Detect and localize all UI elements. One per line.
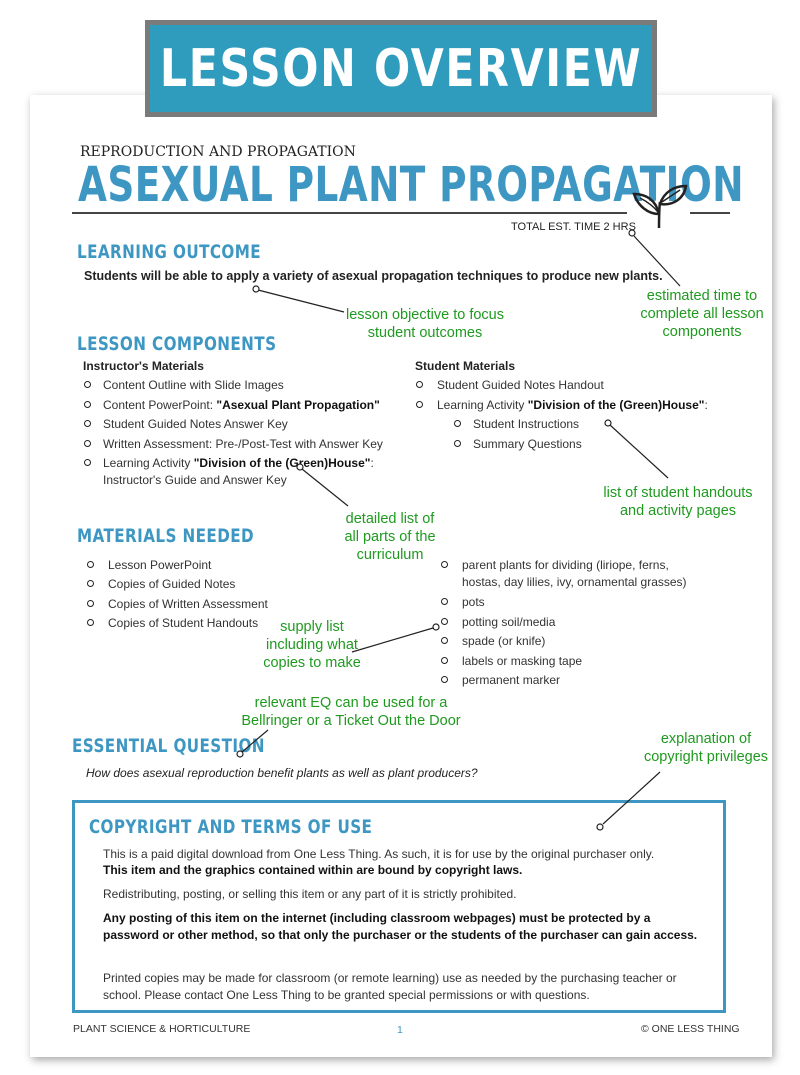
bullet [441,676,448,683]
material-item: Copies of Written Assessment [108,597,268,611]
supply-item: permanent marker [462,673,561,687]
supply-item: labels or masking tape [462,654,583,668]
supply-item: pots [462,595,485,609]
total-time: TOTAL EST. TIME 2 HRS [511,221,636,233]
bullet [84,440,91,447]
bullet [441,561,448,568]
instructor-materials-heading: Instructor's Materials [83,359,204,373]
student-subitem: Summary Questions [473,437,582,451]
bullet [87,619,94,626]
material-item: Copies of Student Handouts [108,616,259,630]
supply-item: spade (or knife) [462,634,546,648]
bullet [84,381,91,388]
bullet [441,637,448,644]
bullet [87,561,94,568]
bullet [454,440,461,447]
student-item: Learning Activity "Division of the (Gree… [437,398,708,412]
lesson-components-heading: LESSON COMPONENTS [77,333,277,355]
student-materials-heading: Student Materials [415,359,516,373]
supply-item: potting soil/media [462,615,556,629]
footer-course: PLANT SCIENCE & HORTICULTURE [73,1023,251,1035]
material-item: Copies of Guided Notes [108,577,236,591]
bullet [87,600,94,607]
essential-question-text: How does asexual reproduction benefit pl… [86,766,478,780]
sprout-icon [632,184,688,229]
page-number: 1 [397,1024,403,1036]
bullet [416,381,423,388]
essential-question-heading: ESSENTIAL QUESTION [72,735,265,757]
bullet [87,580,94,587]
copyright-p2: Redistributing, posting, or selling this… [103,887,517,901]
lesson-title: ASEXUAL PLANT PROPAGATION [78,157,744,213]
title-rule-right [690,212,730,214]
lesson-overview-banner: LESSON OVERVIEW [145,20,657,117]
supply-item: parent plants for dividing (liriope, fer… [462,558,669,572]
bullet [454,420,461,427]
student-subitem: Student Instructions [473,417,580,431]
copyright-box [72,800,726,1013]
copyright-heading: COPYRIGHT AND TERMS OF USE [89,816,373,838]
bullet [84,401,91,408]
student-item: Student Guided Notes Handout [437,378,604,392]
instructor-item-continued: Instructor's Guide and Answer Key [103,473,287,487]
bullet [441,657,448,664]
title-rule [72,212,627,214]
copyright-p1: This is a paid digital download from One… [103,847,655,861]
instructor-item: Written Assessment: Pre-/Post-Test with … [103,437,383,451]
bullet [441,618,448,625]
section-eyebrow: REPRODUCTION AND PROPAGATION [80,144,356,160]
copyright-p1-bold: This item and the graphics contained wit… [103,863,523,877]
materials-needed-heading: MATERIALS NEEDED [77,525,255,547]
bullet [416,401,423,408]
bullet [84,459,91,466]
copyright-p3: Any posting of this item on the internet… [103,911,698,942]
copyright-p4: Printed copies may be made for classroom… [103,971,677,1002]
instructor-item: Content Outline with Slide Images [103,378,284,392]
instructor-item: Student Guided Notes Answer Key [103,417,288,431]
banner-title: LESSON OVERVIEW [159,38,643,99]
instructor-item: Content PowerPoint: "Asexual Plant Propa… [103,398,380,412]
instructor-item: Learning Activity "Division of the (Gree… [103,456,374,470]
learning-outcome-text: Students will be able to apply a variety… [84,269,663,283]
bullet [441,598,448,605]
learning-outcome-heading: LEARNING OUTCOME [77,241,262,263]
material-item: Lesson PowerPoint [108,558,212,572]
bullet [84,420,91,427]
footer-copyright: © ONE LESS THING [641,1023,740,1035]
supply-item-continued: hostas, day lilies, ivy, ornamental gras… [462,575,687,589]
